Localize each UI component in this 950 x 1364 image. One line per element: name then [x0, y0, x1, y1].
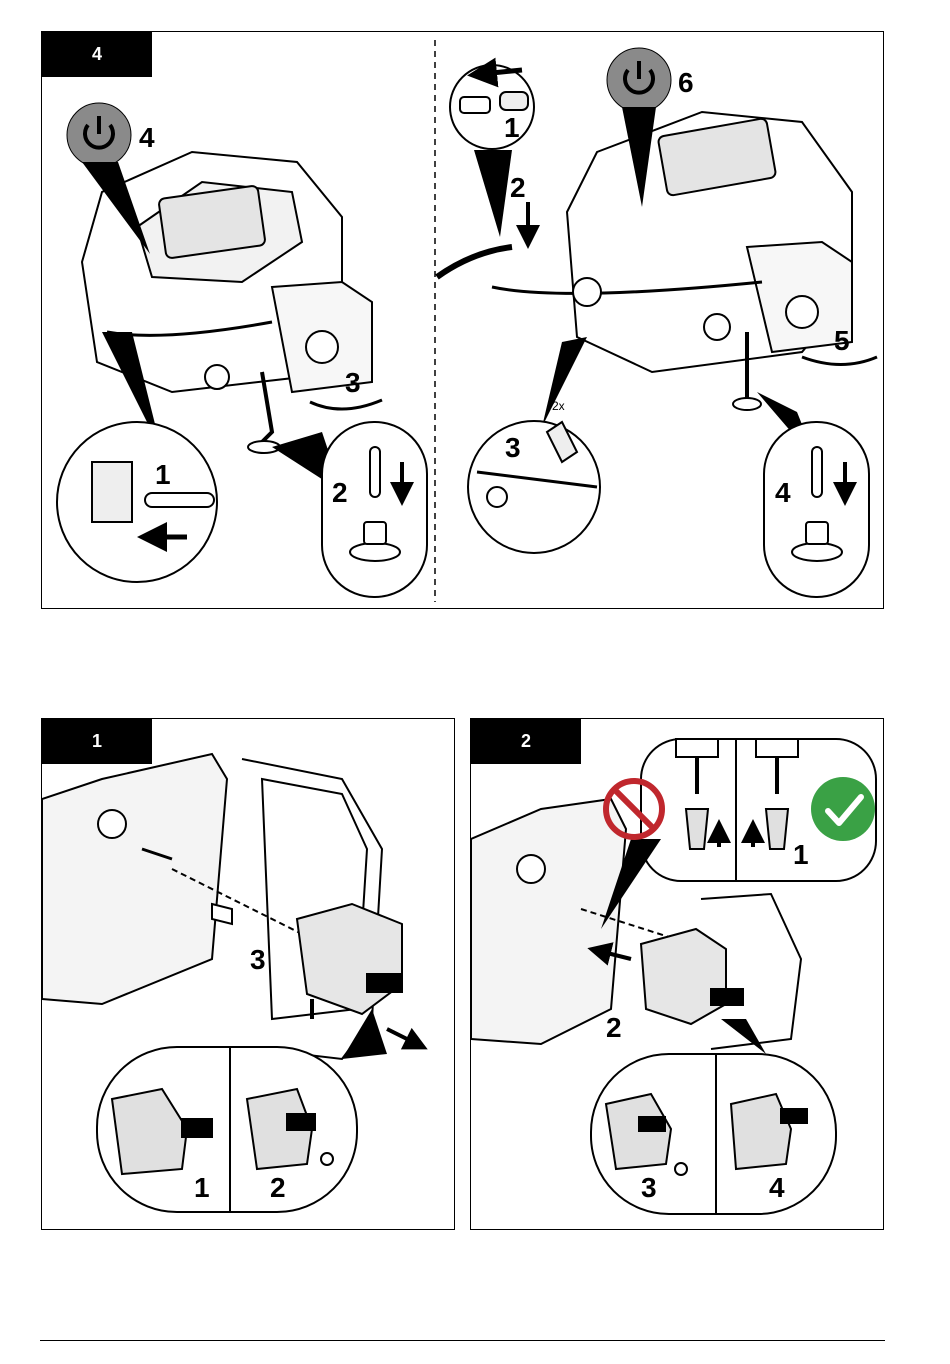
- panel-4-illustration: 4 3 1 2: [42, 32, 883, 608]
- callout-5-right: 5: [834, 325, 850, 356]
- callout-1: 1: [793, 839, 809, 870]
- detail-circle-clamp: [468, 337, 600, 553]
- callout-3: 3: [641, 1172, 657, 1203]
- detail-circle-tube-left: [272, 422, 427, 597]
- callout-6-right: 6: [678, 67, 694, 98]
- callout-2-right: 2: [510, 172, 526, 203]
- detail-oval-steps: [97, 1047, 357, 1212]
- callout-1: 1: [194, 1172, 210, 1203]
- detail-circle-connector: [450, 65, 534, 237]
- figure-panel-1: 1 3 1 2: [41, 718, 455, 1230]
- panel-2-illustration: 2 1: [471, 719, 883, 1229]
- callout-3-right: 3: [505, 432, 521, 463]
- callout-4-right: 4: [775, 477, 791, 508]
- footer-rule: [40, 1340, 885, 1341]
- multiplier-2x: 2x: [552, 399, 565, 413]
- callout-2: 2: [606, 1012, 622, 1043]
- figure-panel-4: 4 4 3: [41, 31, 884, 609]
- callout-2-left: 2: [332, 477, 348, 508]
- callout-1-right: 1: [504, 112, 520, 143]
- panel-1-illustration: 3 1 2: [42, 719, 454, 1229]
- checkmark-icon: [811, 777, 875, 841]
- figure-panel-2: 2 2 1: [470, 718, 884, 1230]
- callout-4-left: 4: [139, 122, 155, 153]
- callout-4: 4: [769, 1172, 785, 1203]
- callout-3: 3: [250, 944, 266, 975]
- callout-1-left: 1: [155, 459, 171, 490]
- detail-circle-tube-right: [757, 392, 869, 597]
- callout-2: 2: [270, 1172, 286, 1203]
- callout-3-left: 3: [345, 367, 361, 398]
